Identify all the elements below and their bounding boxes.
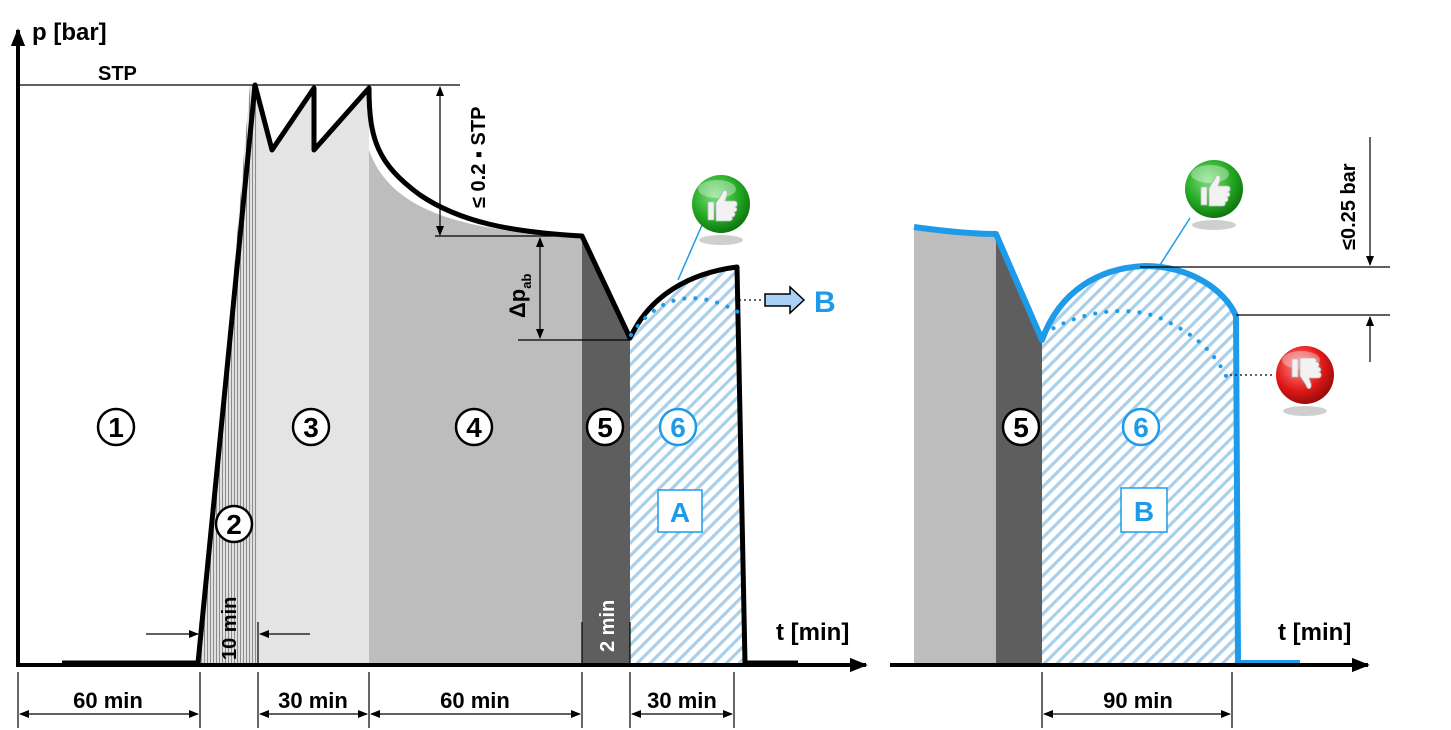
phase-3-number: 3: [303, 412, 319, 443]
phase-marker-1: 1: [96, 407, 136, 447]
phase-marker-6-right: 6: [1121, 407, 1161, 447]
duration-phase5-label: 2 min: [597, 600, 619, 652]
phase-5-right-number: 5: [1013, 412, 1029, 443]
phase-2-number: 2: [226, 509, 242, 540]
phase-5-area-right: [996, 234, 1042, 665]
right-diagram: ≤0.25 bar t [min] 5 6 B: [890, 137, 1390, 728]
drop-limit-label: ≤ 0.2 ▪ STP: [468, 107, 490, 208]
duration-phase4-label: 60 min: [440, 688, 510, 713]
phase-6-right-number: 6: [1133, 412, 1149, 443]
phase-6-area-b: [1042, 266, 1236, 665]
x-axis-label-right: t [min]: [1278, 619, 1351, 646]
thumbs-up-icon: [692, 175, 750, 245]
pressure-curve-right: [913, 224, 1300, 666]
y-axis-label: p [bar]: [32, 19, 107, 46]
thumbs-down-icon: [1276, 346, 1334, 416]
phase-5-area: [582, 236, 630, 665]
duration-phase1-label: 60 min: [73, 688, 143, 713]
variant-b-box: B: [1120, 487, 1168, 533]
duration-phase2-label: 10 min: [219, 597, 241, 660]
duration-phase6-label: 30 min: [647, 688, 717, 713]
phase-6-area-a: [630, 267, 745, 665]
arrow-to-b: [764, 285, 806, 315]
falling-curve-right: [1042, 309, 1230, 382]
pressure-curve: [62, 82, 798, 666]
phase-6-number: 6: [670, 412, 686, 443]
phase-marker-4: 4: [454, 407, 494, 447]
phase-5-number: 5: [597, 412, 613, 443]
phase-marker-5-right: 5: [1001, 407, 1041, 447]
phase-marker-5: 5: [585, 407, 625, 447]
rise-limit-label: ≤0.25 bar: [1338, 163, 1360, 250]
phase-marker-3: 3: [291, 407, 331, 447]
variant-a-box: A: [657, 489, 703, 533]
duration-phase6-right-label: 90 min: [1103, 688, 1173, 713]
phase-1-number: 1: [108, 412, 124, 443]
phase-3-area: [258, 88, 369, 665]
duration-phase3-label: 30 min: [278, 688, 348, 713]
phase-4-number: 4: [466, 412, 482, 443]
phase-4-area-right: [914, 228, 996, 665]
phase-marker-6: 6: [658, 407, 698, 447]
delta-p-sub: ab: [519, 274, 534, 289]
phase-4-area: [369, 150, 582, 665]
variant-a-label: A: [670, 497, 690, 528]
to-b-label: B: [814, 286, 836, 319]
left-diagram: B STP ≤ 0.2 ▪ STP Δpab p [bar] t [min] 1…: [10, 19, 868, 728]
variant-b-label: B: [1134, 496, 1154, 527]
thumbs-up-icon-right: [1185, 160, 1243, 230]
delta-p-main: Δp: [505, 289, 530, 318]
phase-marker-2: 2: [214, 504, 254, 544]
delta-p-label: Δpab: [505, 274, 534, 318]
x-axis-label-left: t [min]: [776, 619, 849, 646]
stp-label: STP: [98, 63, 137, 85]
